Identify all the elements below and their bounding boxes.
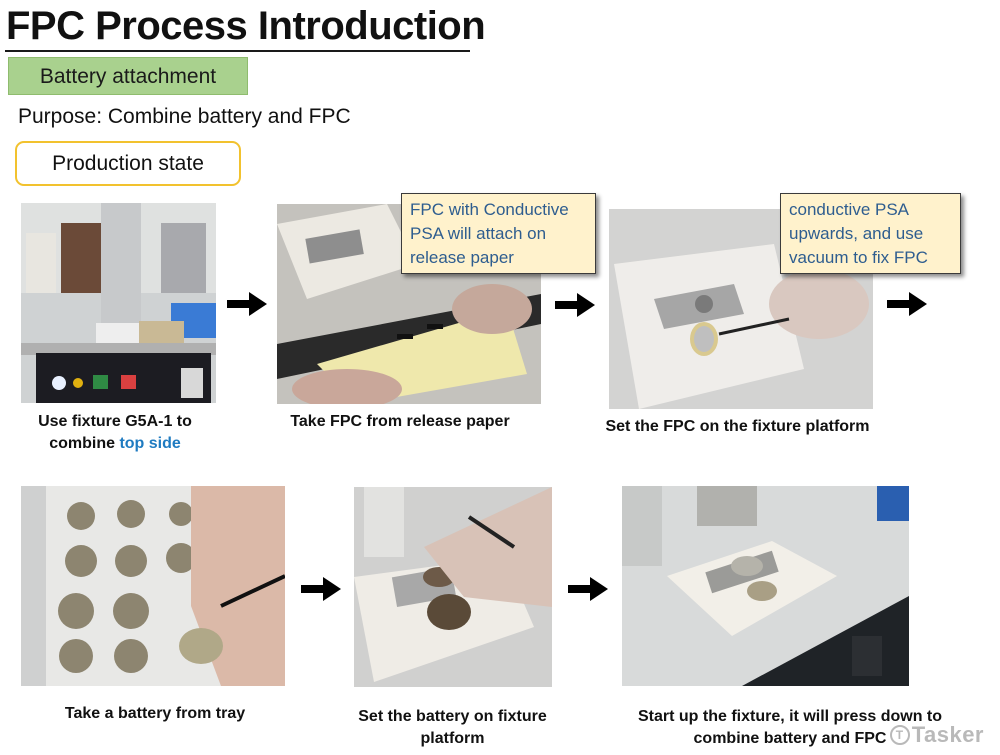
step-caption-3: Set the FPC on the fixture platform <box>605 418 870 435</box>
step-caption-6: Start up the fixture, it will press down… <box>610 706 970 750</box>
step-caption-1: Use fixture G5A-1 to combine top side <box>10 411 220 455</box>
section-tag: Battery attachment <box>8 57 248 95</box>
caption-line: Set the battery on fixture <box>358 708 547 725</box>
production-state-label: Production state <box>15 141 241 186</box>
battery-tray-photo <box>21 486 285 686</box>
caption-line: Use fixture G5A-1 to <box>38 413 192 430</box>
watermark: T Tasker <box>889 722 984 748</box>
arrow-right-icon <box>887 292 927 316</box>
battery-on-fixture-photo <box>354 487 552 687</box>
watermark-text: Tasker <box>911 722 984 747</box>
fixture-press-photo <box>622 486 909 686</box>
caption-line: combine top side <box>10 433 220 455</box>
arrow-right-icon <box>568 577 608 601</box>
step-caption-5: Set the battery on fixture platform <box>340 706 565 750</box>
arrow-right-icon <box>301 577 341 601</box>
callout-release-paper: FPC with Conductive PSA will attach on r… <box>401 193 596 274</box>
step-caption-4: Take a battery from tray <box>64 705 246 722</box>
callout-vacuum-fix: conductive PSA upwards, and use vacuum t… <box>780 193 961 274</box>
tasker-logo-icon: T <box>889 725 910 745</box>
fixture-platform-fpc-photo <box>609 209 873 409</box>
arrow-right-icon <box>555 293 595 317</box>
caption-text: combine <box>49 435 120 452</box>
title-underline <box>5 50 470 52</box>
caption-line: platform <box>420 730 485 747</box>
caption-highlight: top side <box>119 435 181 452</box>
arrow-right-icon <box>227 292 267 316</box>
fixture-machine-photo <box>21 203 216 403</box>
caption-line: combine battery and FPC <box>693 730 887 747</box>
caption-line: Start up the fixture, it will press down… <box>637 708 943 725</box>
page-title: FPC Process Introduction <box>6 4 486 48</box>
step-caption-2: Take FPC from release paper <box>290 413 510 430</box>
purpose-text: Purpose: Combine battery and FPC <box>18 105 351 128</box>
